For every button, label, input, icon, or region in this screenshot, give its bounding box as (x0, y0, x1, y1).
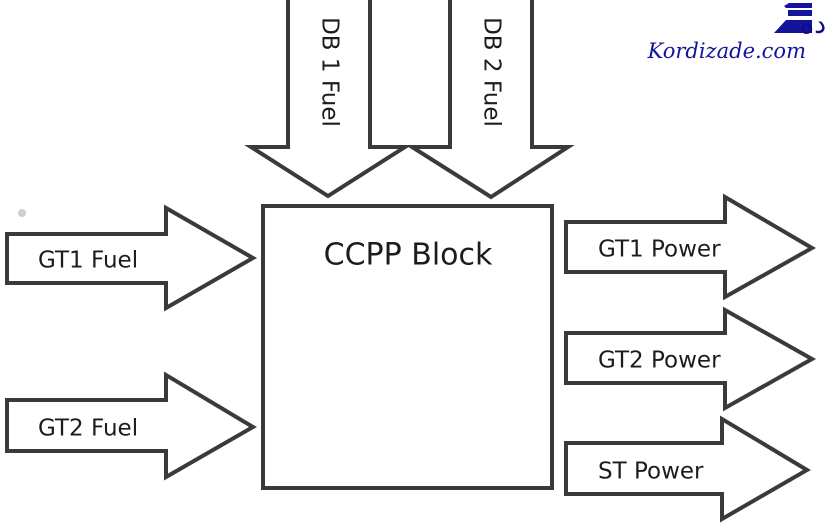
gt2-fuel-arrow-shape (5, 371, 257, 481)
gt2-power-arrow-shape (564, 306, 817, 412)
gt1-fuel-arrow-label: GT1 Fuel (38, 248, 138, 274)
gt2-fuel-arrow: GT2 Fuel (5, 371, 257, 481)
gt1-power-arrow-shape (564, 193, 817, 301)
ccpp-block-label: CCPP Block (324, 238, 493, 273)
db1-fuel-arrow-shape (244, 0, 412, 199)
gt1-fuel-arrow-shape (5, 204, 258, 312)
gt1-power-arrow: GT1 Power (564, 193, 817, 301)
st-power-arrow-label: ST Power (598, 459, 704, 485)
watermark-persian-text: کردی‌زاده (800, 9, 825, 40)
ccpp-block-rect (261, 204, 554, 490)
watermark-logo-icon (774, 3, 812, 33)
db2-fuel-arrow-shape (405, 0, 575, 200)
gt2-fuel-arrow-label: GT2 Fuel (38, 416, 138, 442)
watermark-site-text: Kordizade.com (647, 39, 806, 63)
st-power-arrow-shape (564, 415, 811, 523)
db1-fuel-arrow: DB 1 Fuel (244, 0, 412, 199)
watermark: کردی‌زاده Kordizade.com (647, 3, 825, 63)
gt1-fuel-arrow: GT1 Fuel (5, 204, 258, 312)
db1-fuel-arrow-label: DB 1 Fuel (317, 17, 343, 127)
scan-speck (18, 209, 26, 217)
st-power-arrow: ST Power (564, 415, 811, 523)
gt2-power-arrow-label: GT2 Power (598, 348, 721, 374)
db2-fuel-arrow-label: DB 2 Fuel (479, 17, 505, 127)
gt1-power-arrow-label: GT1 Power (598, 237, 721, 263)
ccpp-block: CCPP Block (261, 204, 554, 490)
db2-fuel-arrow: DB 2 Fuel (405, 0, 575, 200)
gt2-power-arrow: GT2 Power (564, 306, 817, 412)
